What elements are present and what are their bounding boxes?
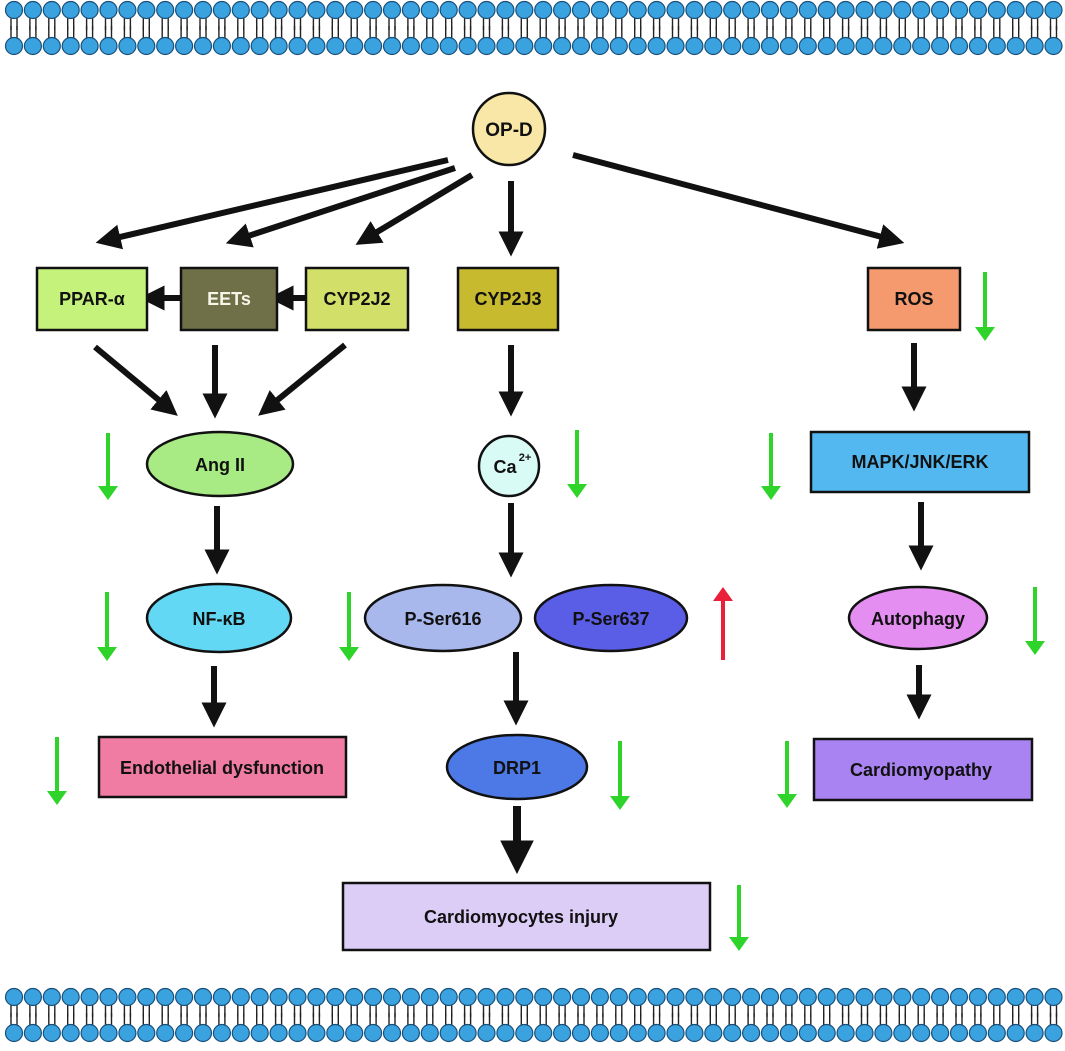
down-arrow-ros — [975, 272, 995, 341]
down-arrow-mapk — [761, 433, 781, 500]
angii-label: Ang II — [195, 455, 245, 475]
ppar-label: PPAR-α — [59, 289, 125, 309]
pathway-arrows — [93, 152, 934, 875]
cardiomyopathy-label: Cardiomyopathy — [850, 760, 992, 780]
node-mapk: MAPK/JNK/ERK — [809, 430, 1031, 494]
node-opd: OP-D — [471, 91, 547, 167]
node-drp1: DRP1 — [445, 733, 589, 801]
drp1-label: DRP1 — [493, 758, 541, 778]
injury-label: Cardiomyocytes injury — [424, 907, 618, 927]
cell-membrane-top — [4, 0, 1063, 56]
down-arrow-nfkb-left — [97, 592, 117, 661]
arrow-opd-to-eets — [225, 165, 456, 248]
cell-membrane-bottom — [4, 987, 1063, 1043]
arrow-opd-to-ppar — [95, 157, 449, 250]
node-eets: EETs — [179, 266, 279, 332]
node-ppar-alpha: PPAR-α — [35, 266, 149, 332]
down-arrow-cardiomyopathy — [777, 741, 797, 808]
eets-label: EETs — [207, 289, 251, 309]
autophagy-label: Autophagy — [871, 609, 965, 629]
node-autophagy: Autophagy — [847, 585, 989, 651]
cyp2j3-label: CYP2J3 — [474, 289, 541, 309]
node-p-ser616: P-Ser616 — [363, 583, 523, 653]
down-arrow-nfkb-right — [339, 592, 359, 661]
down-arrow-injury — [729, 885, 749, 951]
arrow-opd-to-cyp2j2 — [355, 172, 474, 245]
arrow-ppar-to-angii — [93, 344, 178, 416]
mapk-label: MAPK/JNK/ERK — [851, 452, 988, 472]
nfkb-label: NF-κB — [192, 609, 245, 629]
arrow-cyp2j2-to-angii — [258, 342, 347, 416]
node-cardiomyopathy: Cardiomyopathy — [812, 737, 1034, 802]
down-arrow-calcium — [567, 430, 587, 498]
endo-label: Endothelial dysfunction — [120, 758, 324, 778]
up-arrow-p-ser637 — [713, 587, 733, 660]
down-arrow-autophagy — [1025, 587, 1045, 655]
opd-label: OP-D — [485, 120, 533, 141]
node-cardiomyocytes-injury: Cardiomyocytes injury — [341, 881, 712, 952]
node-calcium: Ca 2+ — [477, 434, 541, 498]
pser616-label: P-Ser616 — [404, 609, 481, 629]
ca-label: Ca — [493, 457, 517, 477]
ros-label: ROS — [894, 289, 933, 309]
change-indicators — [47, 272, 1045, 951]
node-cyp2j2: CYP2J2 — [304, 266, 410, 332]
node-cyp2j3: CYP2J3 — [456, 266, 560, 332]
down-arrow-endothelial — [47, 737, 67, 805]
down-arrow-ang-ii — [98, 433, 118, 500]
node-ang-ii: Ang II — [145, 430, 295, 498]
node-endothelial-dysfunction: Endothelial dysfunction — [97, 735, 348, 799]
ca-superscript: 2+ — [519, 452, 532, 464]
node-nf-kb: NF-κB — [145, 582, 293, 654]
node-ros: ROS — [866, 266, 962, 332]
cyp2j2-label: CYP2J2 — [323, 289, 390, 309]
node-p-ser637: P-Ser637 — [533, 583, 689, 653]
pser637-label: P-Ser637 — [572, 609, 649, 629]
arrow-opd-to-ros — [572, 152, 905, 249]
down-arrow-drp1 — [610, 741, 630, 810]
